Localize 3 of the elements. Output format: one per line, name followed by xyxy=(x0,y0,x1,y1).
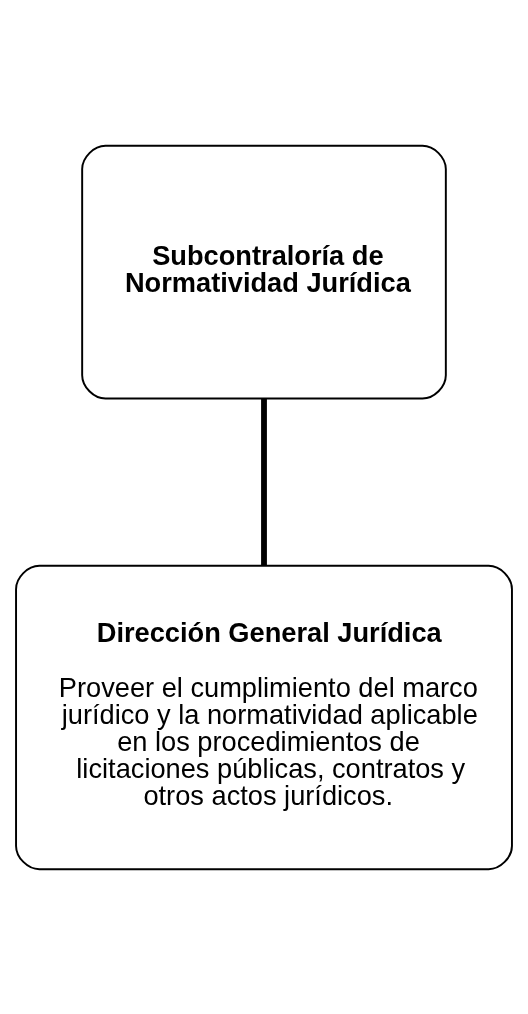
node-box: Dirección General Jurídica Proveer el cumplimiento del marco jurídico y la normatividad aplicable en los procedimientos de licitaciones públicas, contratos y otros actos jurídicos. xyxy=(15,564,513,870)
connector xyxy=(261,398,267,565)
node-box: Subcontraloría de Normatividad Jurídica xyxy=(81,144,447,400)
